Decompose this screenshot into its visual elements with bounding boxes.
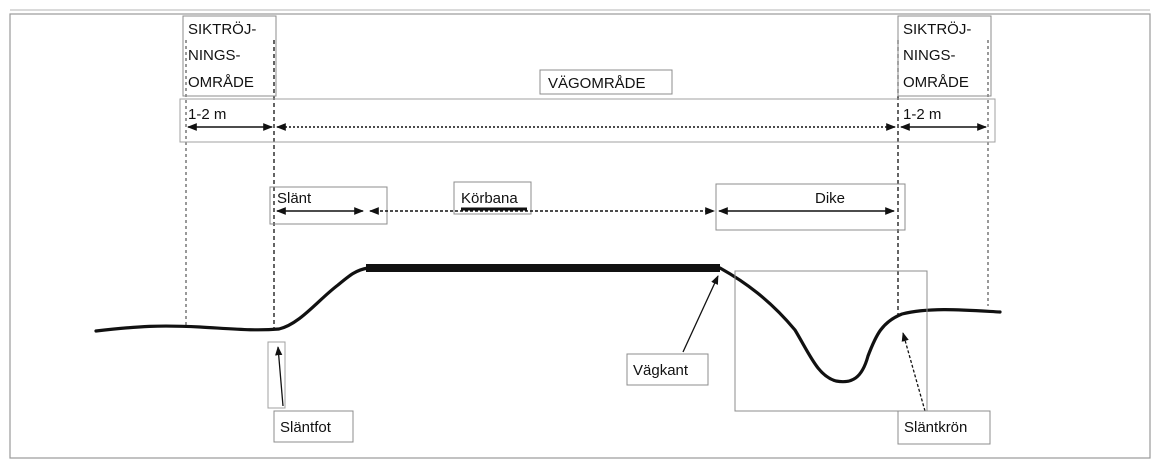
slope-crest-pointer [901,332,926,412]
left-zone-label-box [182,15,277,97]
ditch-label: Dike [815,190,845,207]
slope-toe-label: Släntfot [280,419,332,436]
left-zone-line-3: OMRÅDE [188,74,254,91]
slope-toe-label-box [273,410,354,443]
road-area-label-box [539,69,673,95]
right-zone-line-2: NINGS- [903,47,956,64]
dimension-row-box [179,98,996,143]
road-edge-label-box [626,353,709,386]
right-zone-line-3: OMRÅDE [903,74,969,91]
carriageway-label: Körbana [461,190,518,207]
left-zone-line-1: SIKTRÖJ- [188,20,256,38]
road-area-label: VÄGOMRÅDE [548,75,646,92]
road-edge-pointer [682,275,719,353]
road-edge-label: Vägkant [633,362,689,379]
left-zone-line-2: NINGS- [188,47,241,64]
slope-label: Slänt [277,190,312,207]
diagram-frame [9,13,1151,459]
slope-toe-pointer-box [267,341,286,409]
right-zone-label-box [897,15,992,97]
slope-toe-pointer [275,346,284,407]
slope-crest-label: Släntkrön [904,419,967,436]
right-zone-line-1: SIKTRÖJ- [903,20,971,38]
ground-profile [94,266,1002,384]
left-width-label: 1-2 m [188,106,226,123]
slope-crest-label-box [897,410,991,445]
ditch-area-box [734,270,928,412]
ditch-label-box [715,183,906,231]
right-width-label: 1-2 m [903,106,941,123]
slope-label-box [269,186,388,225]
